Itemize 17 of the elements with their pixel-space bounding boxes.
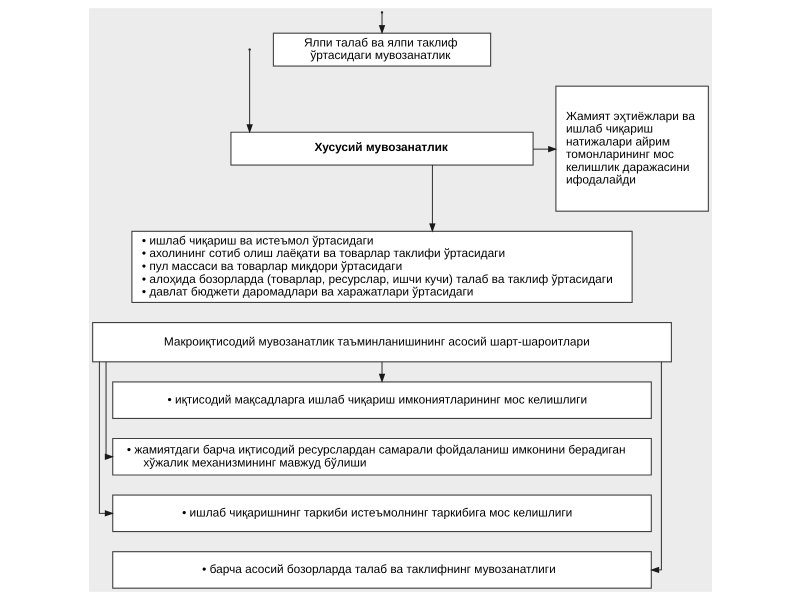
arrow xyxy=(378,12,385,34)
node-box: • ишлаб чиқаришнинг таркиби истеъмолнинг таркибига мос келишлиги xyxy=(112,494,652,532)
node-box: • иқтисодий мақсадларга ишлаб чиқариш имкониятларининг мос келишлиги xyxy=(112,381,652,419)
node-box: • барча асосий бозорларда талаб ва таклифнинг мувозанатлиги xyxy=(112,551,652,589)
node-box: • жамиятдаги барча иқтисодий ресурслардан самарали фойдаланиш имконини берадиган хўжалик механизмининг мавжуд бўлиши xyxy=(112,438,652,476)
node-box: Ялпи талаб ва ялпи таклиф ўртасидаги мувозанатлик xyxy=(272,32,491,67)
arrow xyxy=(650,362,662,574)
node-box: Жамият эҳтиёжлари ва ишлаб чиқариш натижалари айрим томонларининг мос келишлик даражасини ифодалайди xyxy=(554,86,708,212)
arrow xyxy=(532,146,557,152)
node-box: Хусусий мувозанатлик xyxy=(230,132,534,166)
node-box: • ишлаб чиқариш ва истеъмол ўртасидаги • ахолининг сотиб олиш лаёқати ва товарлар таклифи ўртасидаги • пул массаси ва товарлар миқдори ўртасидаги • алоҳида бозорларда (товарлар, ресурслар, ишчи кучи) талаб ва таклиф ўртасидаги • давлат бюджети даромадлари ва харажатлари ўртасидаги xyxy=(130,230,632,304)
arrow xyxy=(428,164,436,233)
arrow xyxy=(98,361,114,517)
node-box: Макроиқтисодий мувозанатлик таъминланишининг асосий шарт-шароитлари xyxy=(92,322,672,362)
arrow xyxy=(378,362,385,383)
arrow xyxy=(246,50,252,134)
arrow xyxy=(104,361,114,460)
